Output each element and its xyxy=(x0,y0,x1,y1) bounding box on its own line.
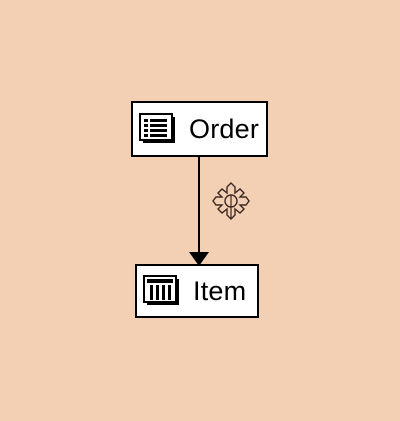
node-label: Order xyxy=(189,113,260,144)
arrowhead xyxy=(189,252,209,266)
node-item[interactable]: Item xyxy=(135,264,259,318)
list-document-icon xyxy=(139,113,179,145)
relationship-gear-icon[interactable] xyxy=(212,182,250,220)
table-grid-icon xyxy=(143,275,183,307)
node-label: Item xyxy=(193,275,247,306)
node-order[interactable]: Order xyxy=(131,101,268,157)
